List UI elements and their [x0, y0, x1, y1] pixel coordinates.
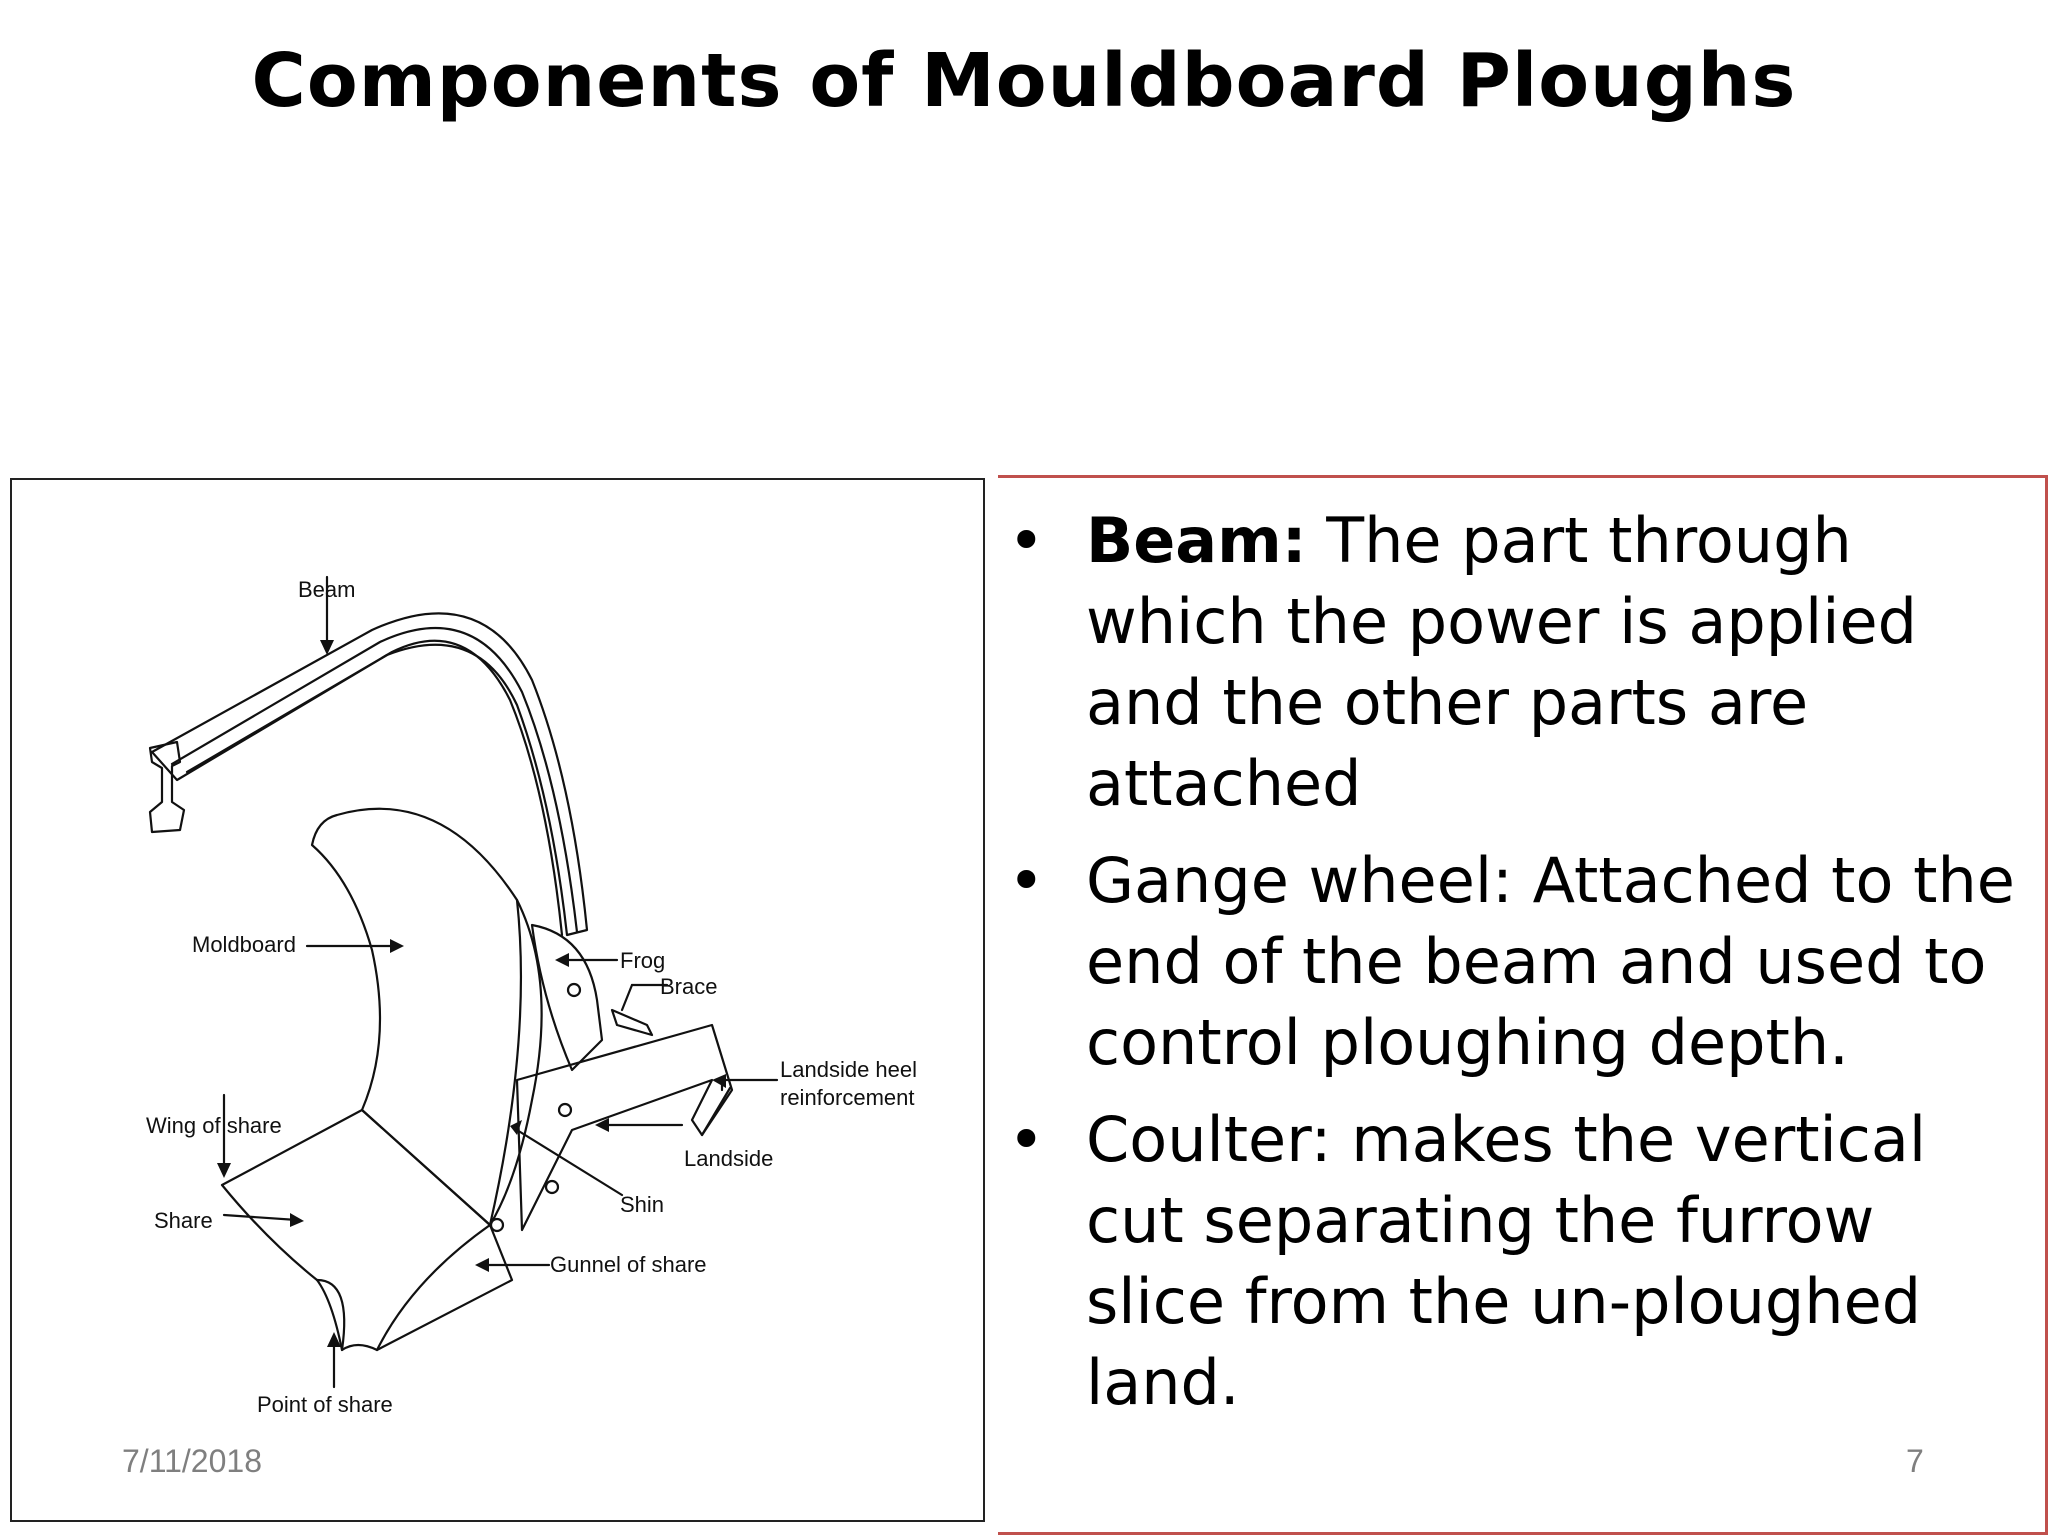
label-brace: Brace — [660, 974, 717, 999]
slide-page-number: 7 — [1906, 1443, 1924, 1479]
bullet-item-gange-wheel: • Gange wheel: Attached to the end of th… — [1008, 840, 2018, 1083]
plough-illustration: Beam Moldboard Frog Brace Landside heel … — [146, 575, 917, 1417]
label-point-of-share: Point of share — [257, 1392, 393, 1417]
beam-shape — [150, 612, 589, 937]
plough-diagram: Beam Moldboard Frog Brace Landside heel … — [10, 478, 985, 1522]
slide-title: Components of Mouldboard Ploughs — [251, 38, 1797, 124]
landside-shape — [515, 1023, 734, 1232]
label-landside: Landside — [684, 1146, 773, 1171]
label-beam: Beam — [298, 577, 355, 602]
moldboard-shape — [310, 807, 543, 1227]
beam-i-section — [148, 740, 186, 834]
share-shape — [220, 1108, 514, 1352]
bullet-list: • Beam: The part through which the power… — [1008, 500, 2018, 1439]
label-landside-heel: Landside heel — [780, 1057, 917, 1082]
label-share: Share — [154, 1208, 213, 1233]
label-moldboard: Moldboard — [192, 932, 296, 957]
brace-shape — [610, 1008, 654, 1037]
bullet-content-box: • Beam: The part through which the power… — [998, 475, 2048, 1535]
slide-date: 7/11/2018 — [122, 1443, 262, 1479]
bullet-item-coulter: • Coulter: makes the vertical cut separa… — [1008, 1099, 2018, 1423]
label-shin: Shin — [620, 1192, 664, 1217]
bullet-text: Coulter: makes the vertical cut separati… — [1086, 1103, 1927, 1419]
bullet-item-beam: • Beam: The part through which the power… — [1008, 500, 2018, 824]
label-frog: Frog — [620, 948, 665, 973]
bullet-dot: • — [1008, 844, 1045, 917]
label-gunnel-of-share: Gunnel of share — [550, 1252, 707, 1277]
bullet-text: The part through which the power is appl… — [1086, 504, 1918, 820]
bullet-dot: • — [1008, 1103, 1045, 1176]
bullet-text: Gange wheel: Attached to the end of the … — [1086, 844, 2015, 1079]
frog-shape — [530, 923, 604, 1072]
label-reinforcement: reinforcement — [780, 1085, 915, 1110]
bullet-term: Beam: — [1086, 504, 1307, 577]
label-wing-of-share: Wing of share — [146, 1113, 282, 1138]
bullet-dot: • — [1008, 504, 1045, 577]
